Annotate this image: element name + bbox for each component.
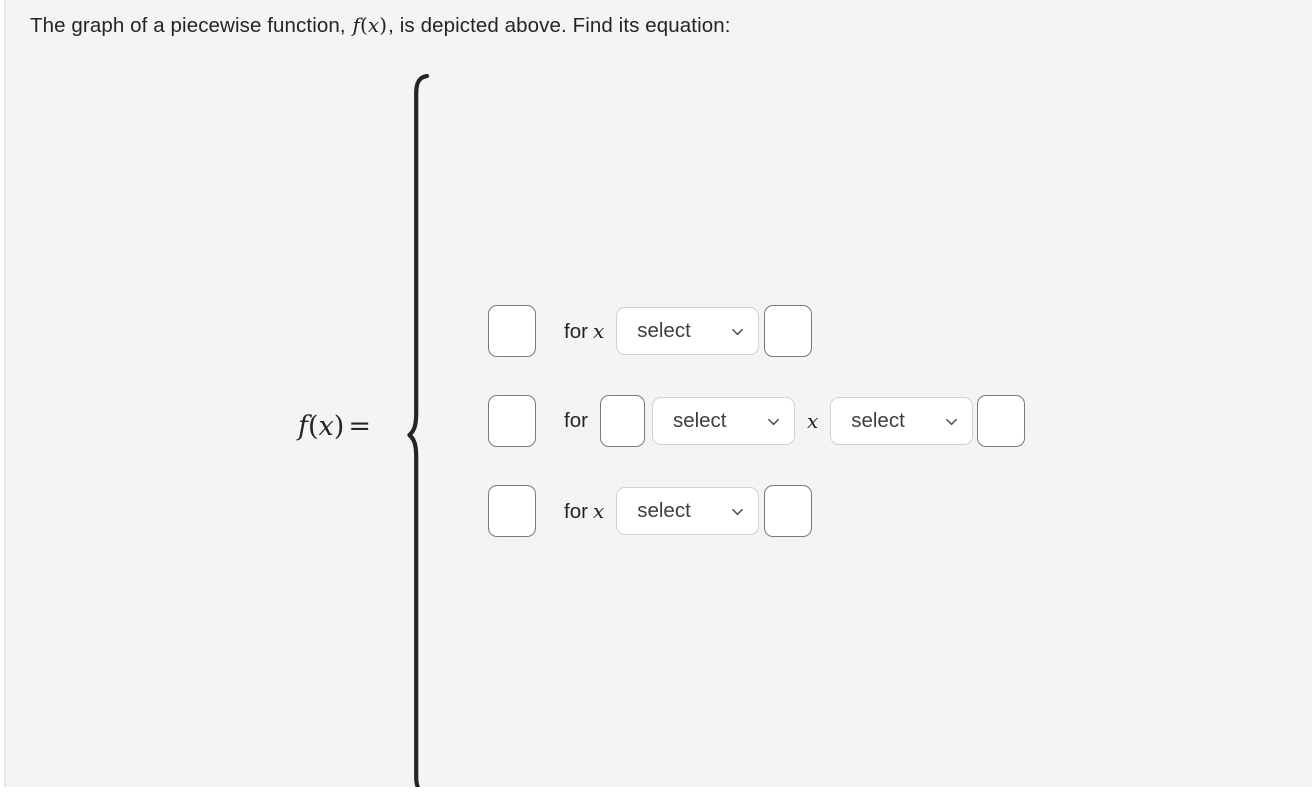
curly-brace bbox=[407, 74, 430, 787]
row-2-upper-condition-select-value: select bbox=[851, 408, 905, 432]
row-2-variable-x: x bbox=[806, 409, 819, 433]
math-f: f bbox=[352, 13, 360, 37]
row-2-lower-condition-select-value: select bbox=[672, 408, 727, 432]
row-3-for-word: for bbox=[564, 499, 588, 523]
chevron-down-icon bbox=[944, 414, 959, 429]
question-panel: The graph of a piecewise function, f(x),… bbox=[4, 0, 1312, 787]
chevron-down-icon bbox=[766, 414, 781, 429]
row-1-bound-input[interactable] bbox=[764, 305, 813, 357]
row-3-condition-select-value: select bbox=[637, 498, 691, 522]
piecewise-row-2: for select x select bbox=[488, 394, 1026, 448]
math-close-paren: ) bbox=[379, 13, 388, 37]
row-1-expression-input[interactable] bbox=[488, 305, 536, 357]
chevron-down-icon bbox=[730, 324, 745, 339]
row-3-condition-select[interactable]: select bbox=[616, 487, 760, 535]
function-label-equals: = bbox=[348, 411, 371, 442]
function-label-open-paren: ( bbox=[308, 411, 319, 442]
row-1-variable-x: x bbox=[592, 318, 605, 343]
function-label-f: f bbox=[298, 411, 308, 442]
row-2-lower-condition-select[interactable]: select bbox=[651, 397, 795, 445]
math-x: x bbox=[367, 13, 380, 37]
row-3-expression-input[interactable] bbox=[488, 485, 536, 537]
row-2-for-label: for bbox=[564, 409, 588, 432]
chevron-down-icon bbox=[730, 504, 745, 519]
prompt-text-after: , is depicted above. Find its equation: bbox=[388, 14, 731, 37]
row-2-expression-input[interactable] bbox=[488, 395, 536, 447]
function-label: f(x)= bbox=[298, 411, 375, 442]
row-1-for-word: for bbox=[564, 319, 588, 343]
row-2-upper-bound-input[interactable] bbox=[977, 395, 1026, 447]
row-3-variable-x: x bbox=[592, 498, 605, 523]
question-prompt: The graph of a piecewise function, f(x),… bbox=[30, 11, 731, 40]
row-2-lower-bound-input[interactable] bbox=[599, 395, 645, 447]
row-2-upper-condition-select[interactable]: select bbox=[830, 397, 974, 445]
row-1-condition-select-value: select bbox=[637, 318, 691, 342]
prompt-inline-math-fx: f(x) bbox=[351, 13, 388, 37]
row-3-bound-input[interactable] bbox=[764, 485, 813, 537]
row-1-condition-select[interactable]: select bbox=[616, 307, 760, 355]
function-label-x: x bbox=[318, 411, 334, 442]
prompt-text-before: The graph of a piecewise function, bbox=[30, 14, 352, 37]
function-label-close-paren: ) bbox=[333, 411, 345, 442]
math-open-paren: ( bbox=[359, 13, 368, 37]
